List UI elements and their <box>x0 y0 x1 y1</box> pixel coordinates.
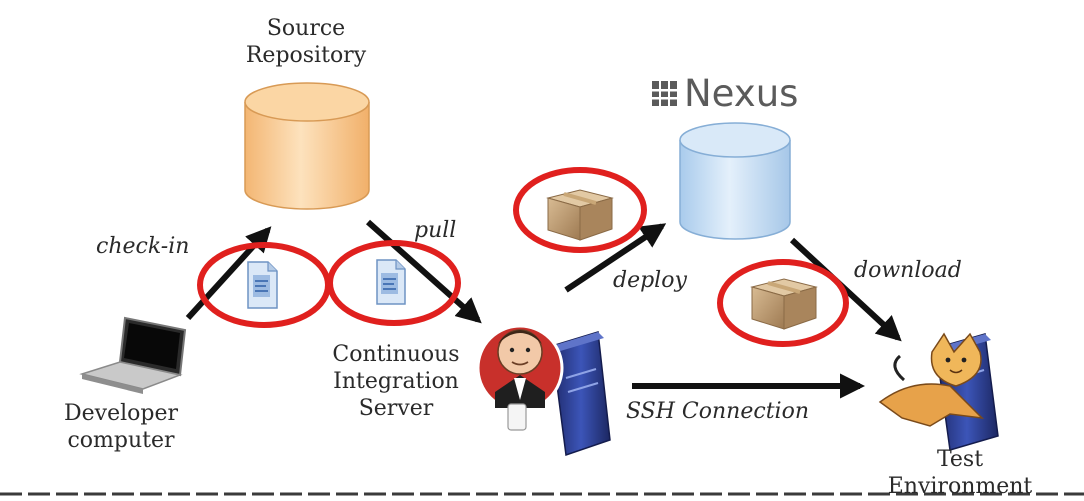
developer-computer-label: Developer computer <box>63 401 178 453</box>
laptop-icon <box>79 316 187 394</box>
deploy-arrow <box>564 223 667 293</box>
nexus-cylinder-icon <box>679 122 791 240</box>
jenkins-server-icon <box>551 331 611 457</box>
package-box-icon <box>546 189 614 241</box>
package-box-icon <box>750 278 818 330</box>
highlight-ring <box>327 240 461 326</box>
pull-label: pull <box>414 218 457 243</box>
pull-arrow <box>366 219 482 324</box>
jenkins-butler-icon <box>476 324 564 431</box>
highlight-ring <box>717 259 849 347</box>
tomcat-cat-icon <box>878 332 985 427</box>
code-file-icon <box>247 261 278 309</box>
nexus-logo-icon <box>652 81 677 106</box>
ssh-connection-label: SSH Connection <box>626 399 809 424</box>
highlight-ring <box>513 167 647 253</box>
check-in-label: check-in <box>96 234 190 259</box>
download-label: download <box>854 258 962 283</box>
source-repository-cylinder-icon <box>244 82 370 210</box>
source-repository-label: Source Repository <box>245 16 367 68</box>
nexus-title: Nexus <box>684 72 799 115</box>
test-environment-label: Test Environment <box>887 447 1033 499</box>
deploy-label: deploy <box>613 268 687 293</box>
ci-server-label: Continuous Integration Server <box>332 342 460 422</box>
code-file-icon <box>376 259 406 305</box>
